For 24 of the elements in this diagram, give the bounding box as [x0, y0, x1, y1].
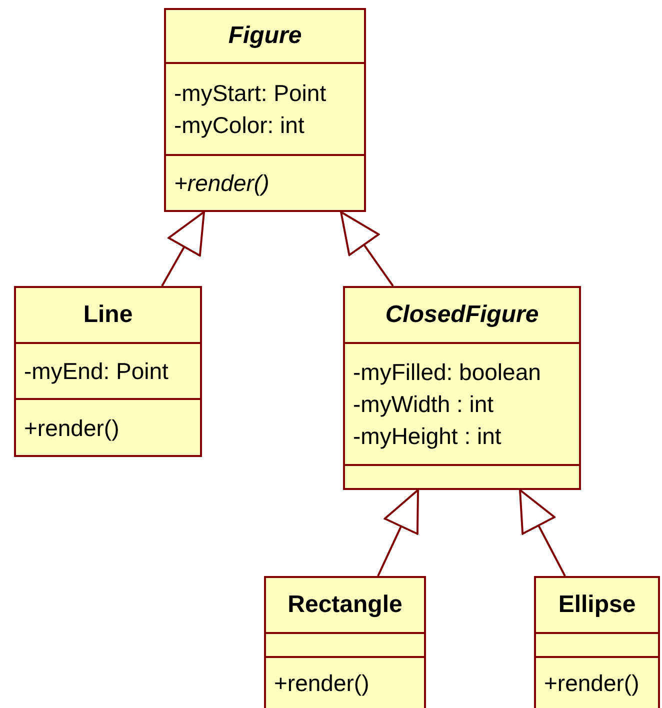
attribute-text: -myWidth : int [353, 390, 494, 419]
method-text: +render() [24, 414, 120, 443]
generalization-arrow [161, 211, 205, 286]
class-box [264, 576, 426, 708]
class-name: Line [83, 300, 133, 330]
attribute-text: -myFilled: boolean [353, 358, 541, 387]
class-box [164, 8, 366, 212]
class-box [14, 286, 202, 457]
generalization-arrow [340, 211, 394, 287]
attribute-text: -myHeight : int [353, 422, 502, 451]
attribute-text: -myEnd: Point [24, 357, 168, 386]
method-text: +render() [174, 169, 270, 198]
class-name: ClosedFigure [385, 300, 539, 330]
class-box [534, 576, 660, 708]
class-name: Ellipse [558, 590, 636, 620]
class-name: Figure [228, 21, 302, 51]
generalization-arrow [519, 489, 566, 576]
method-text: +render() [274, 669, 370, 698]
class-name: Rectangle [288, 590, 402, 620]
attribute-text: -myStart: Point [174, 79, 326, 108]
generalization-arrow [377, 489, 419, 576]
method-text: +render() [544, 669, 640, 698]
class-box [343, 286, 581, 490]
attribute-text: -myColor: int [174, 111, 304, 140]
